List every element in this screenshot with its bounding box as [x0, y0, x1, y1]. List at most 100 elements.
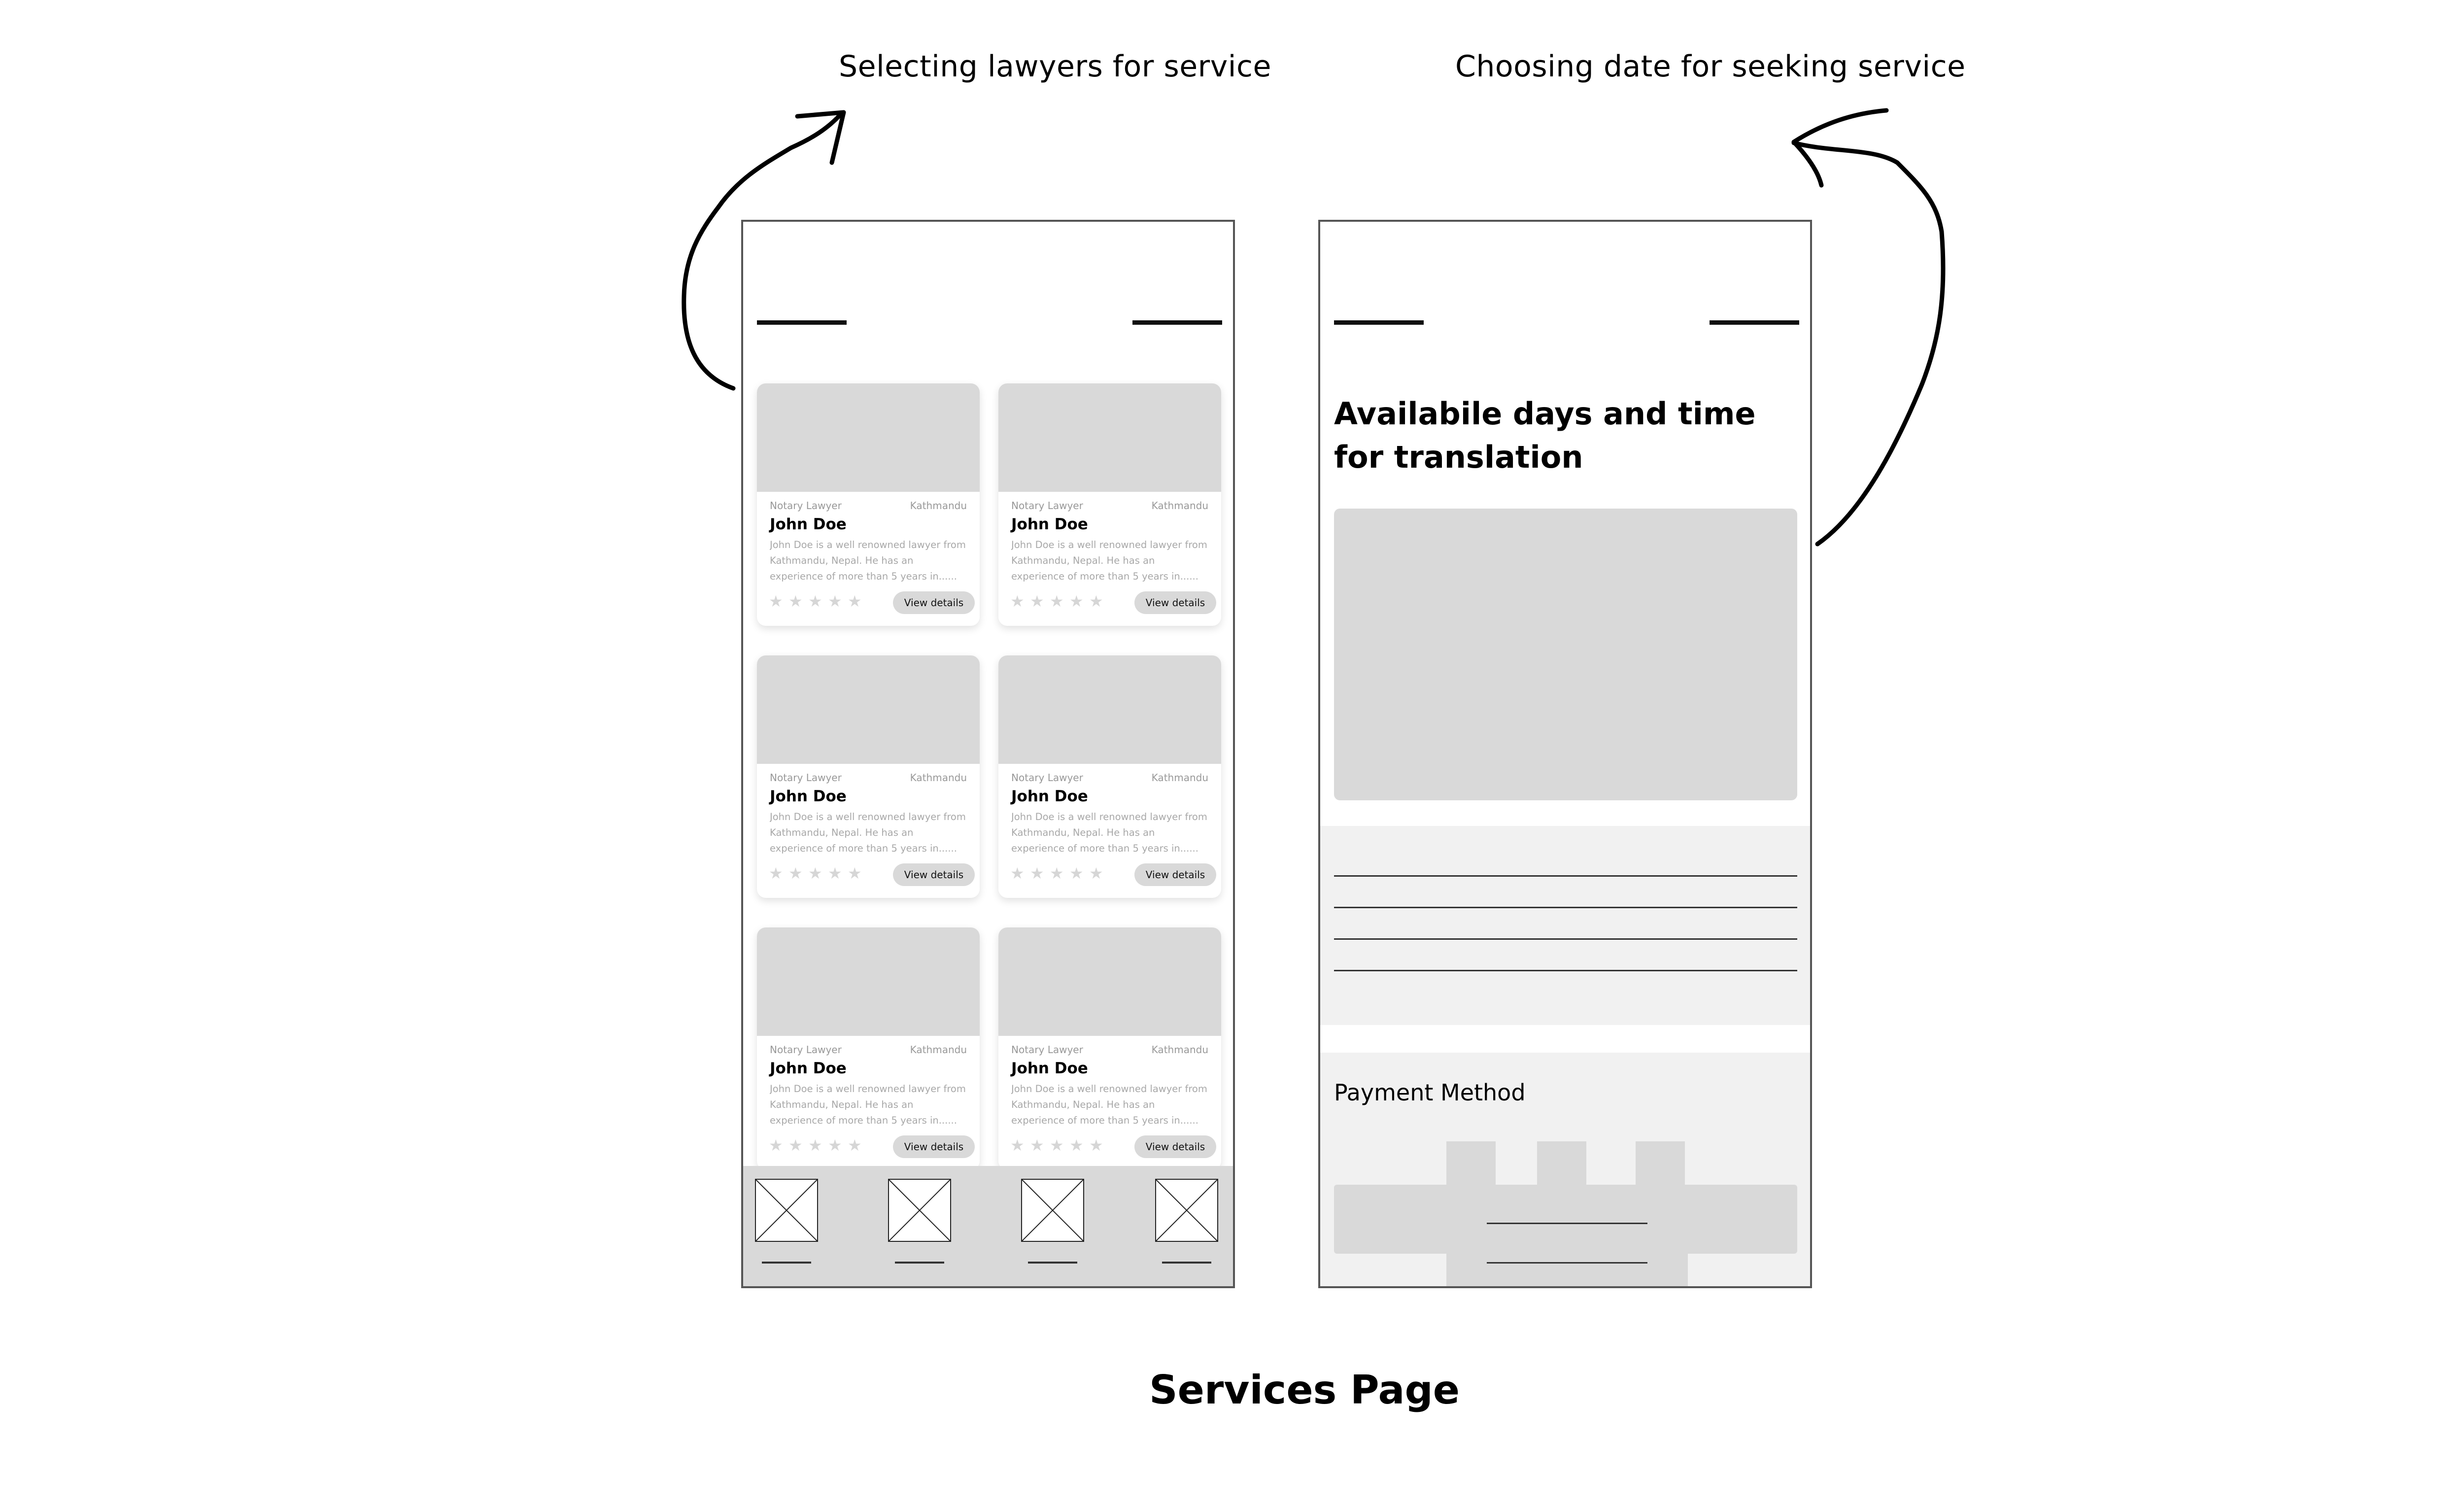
rating-stars[interactable]: ★ ★ ★ ★ ★: [1010, 862, 1119, 884]
payment-detail-placeholder: [1446, 1250, 1688, 1286]
star-icon[interactable]: ★: [1069, 592, 1084, 611]
image-placeholder-icon: [888, 1179, 951, 1242]
lawyer-photo-placeholder: [998, 383, 1221, 492]
star-icon[interactable]: ★: [848, 592, 862, 611]
payment-section: Payment Method: [1320, 1053, 1810, 1286]
star-icon[interactable]: ★: [1050, 592, 1064, 611]
star-icon[interactable]: ★: [808, 592, 822, 611]
time-slot-line[interactable]: [1334, 938, 1797, 940]
bottom-nav-item-3[interactable]: [1021, 1179, 1085, 1272]
payment-option-placeholder[interactable]: [1446, 1141, 1496, 1191]
payment-options-bar: [1334, 1185, 1797, 1254]
lawyer-name: John Doe: [770, 1060, 847, 1077]
view-details-button[interactable]: View details: [893, 863, 975, 886]
header-left-placeholder: [1334, 320, 1424, 325]
star-icon[interactable]: ★: [848, 1136, 862, 1155]
lawyer-description: John Doe is a well renowned lawyer from …: [1011, 539, 1207, 582]
view-details-button[interactable]: View details: [893, 1135, 975, 1158]
lawyer-category: Notary Lawyer: [1011, 772, 1083, 784]
star-icon[interactable]: ★: [828, 1136, 842, 1155]
view-details-button[interactable]: View details: [1134, 591, 1216, 614]
bottom-nav-label-placeholder: [1162, 1262, 1211, 1264]
lawyer-description: John Doe is a well renowned lawyer from …: [770, 539, 966, 582]
lawyer-location: Kathmandu: [1151, 500, 1208, 512]
lawyer-description: John Doe is a well renowned lawyer from …: [770, 811, 966, 854]
star-icon[interactable]: ★: [1030, 1136, 1044, 1155]
star-icon[interactable]: ★: [769, 864, 783, 883]
lawyer-description: John Doe is a well renowned lawyer from …: [770, 1083, 966, 1126]
lawyer-photo-placeholder: [757, 927, 980, 1036]
bottom-nav-item-4[interactable]: [1155, 1179, 1219, 1272]
star-icon[interactable]: ★: [1030, 864, 1044, 883]
lawyer-category: Notary Lawyer: [770, 500, 842, 512]
star-icon[interactable]: ★: [828, 864, 842, 883]
star-icon[interactable]: ★: [1050, 864, 1064, 883]
star-icon[interactable]: ★: [1089, 864, 1103, 883]
star-icon[interactable]: ★: [1010, 864, 1025, 883]
time-slot-line[interactable]: [1334, 970, 1797, 971]
arrow-left-head: [795, 110, 846, 165]
star-icon[interactable]: ★: [1010, 592, 1025, 611]
bottom-nav-item-1[interactable]: [755, 1179, 819, 1272]
star-icon[interactable]: ★: [1089, 1136, 1103, 1155]
rating-stars[interactable]: ★ ★ ★ ★ ★: [769, 1134, 877, 1156]
star-icon[interactable]: ★: [769, 1136, 783, 1155]
lawyer-location: Kathmandu: [910, 772, 967, 784]
star-icon[interactable]: ★: [788, 1136, 803, 1155]
star-icon[interactable]: ★: [1069, 864, 1084, 883]
image-placeholder-icon: [1155, 1179, 1218, 1242]
lawyer-photo-placeholder: [757, 383, 980, 492]
bottom-nav-label-placeholder: [1028, 1262, 1077, 1264]
bottom-nav-label-placeholder: [762, 1262, 811, 1264]
time-slot-line[interactable]: [1334, 907, 1797, 908]
lawyer-description: John Doe is a well renowned lawyer from …: [1011, 811, 1207, 854]
star-icon[interactable]: ★: [848, 864, 862, 883]
view-details-button[interactable]: View details: [1134, 863, 1216, 886]
star-icon[interactable]: ★: [1069, 1136, 1084, 1155]
lawyer-description: John Doe is a well renowned lawyer from …: [1011, 1083, 1207, 1126]
payment-option-placeholder[interactable]: [1636, 1141, 1685, 1191]
star-icon[interactable]: ★: [1010, 1136, 1025, 1155]
availability-title: Availabile days and time for translation: [1334, 396, 1756, 475]
lawyer-location: Kathmandu: [910, 1044, 967, 1056]
lawyer-location: Kathmandu: [1151, 772, 1208, 784]
annotation-choosing-date: Choosing date for seeking service: [1455, 49, 1966, 84]
view-details-button[interactable]: View details: [1134, 1135, 1216, 1158]
star-icon[interactable]: ★: [808, 1136, 822, 1155]
star-icon[interactable]: ★: [788, 864, 803, 883]
rating-stars[interactable]: ★ ★ ★ ★ ★: [1010, 1134, 1119, 1156]
lawyer-photo-placeholder: [998, 655, 1221, 764]
star-icon[interactable]: ★: [808, 864, 822, 883]
star-icon[interactable]: ★: [1050, 1136, 1064, 1155]
star-icon[interactable]: ★: [769, 592, 783, 611]
star-icon[interactable]: ★: [1030, 592, 1044, 611]
star-icon[interactable]: ★: [828, 592, 842, 611]
image-placeholder-icon: [755, 1179, 818, 1242]
rating-stars[interactable]: ★ ★ ★ ★ ★: [769, 590, 877, 612]
payment-option-placeholder[interactable]: [1537, 1141, 1586, 1191]
star-icon[interactable]: ★: [788, 592, 803, 611]
arrow-right-head: [1791, 108, 1889, 188]
calendar-placeholder[interactable]: [1334, 509, 1797, 800]
star-icon[interactable]: ★: [1089, 592, 1103, 611]
payment-method-label: Payment Method: [1334, 1079, 1526, 1106]
rating-stars[interactable]: ★ ★ ★ ★ ★: [769, 862, 877, 884]
arrow-right-curve: [1791, 140, 1946, 547]
image-placeholder-icon: [1021, 1179, 1084, 1242]
bottom-nav: [743, 1166, 1233, 1286]
lawyer-category: Notary Lawyer: [770, 772, 842, 784]
bottom-nav-item-2[interactable]: [888, 1179, 952, 1272]
view-details-button[interactable]: View details: [893, 591, 975, 614]
time-slot-line[interactable]: [1334, 875, 1797, 877]
rating-stars[interactable]: ★ ★ ★ ★ ★: [1010, 590, 1119, 612]
lawyer-category: Notary Lawyer: [1011, 1044, 1083, 1056]
lawyer-name: John Doe: [770, 515, 847, 533]
lawyer-category: Notary Lawyer: [1011, 500, 1083, 512]
